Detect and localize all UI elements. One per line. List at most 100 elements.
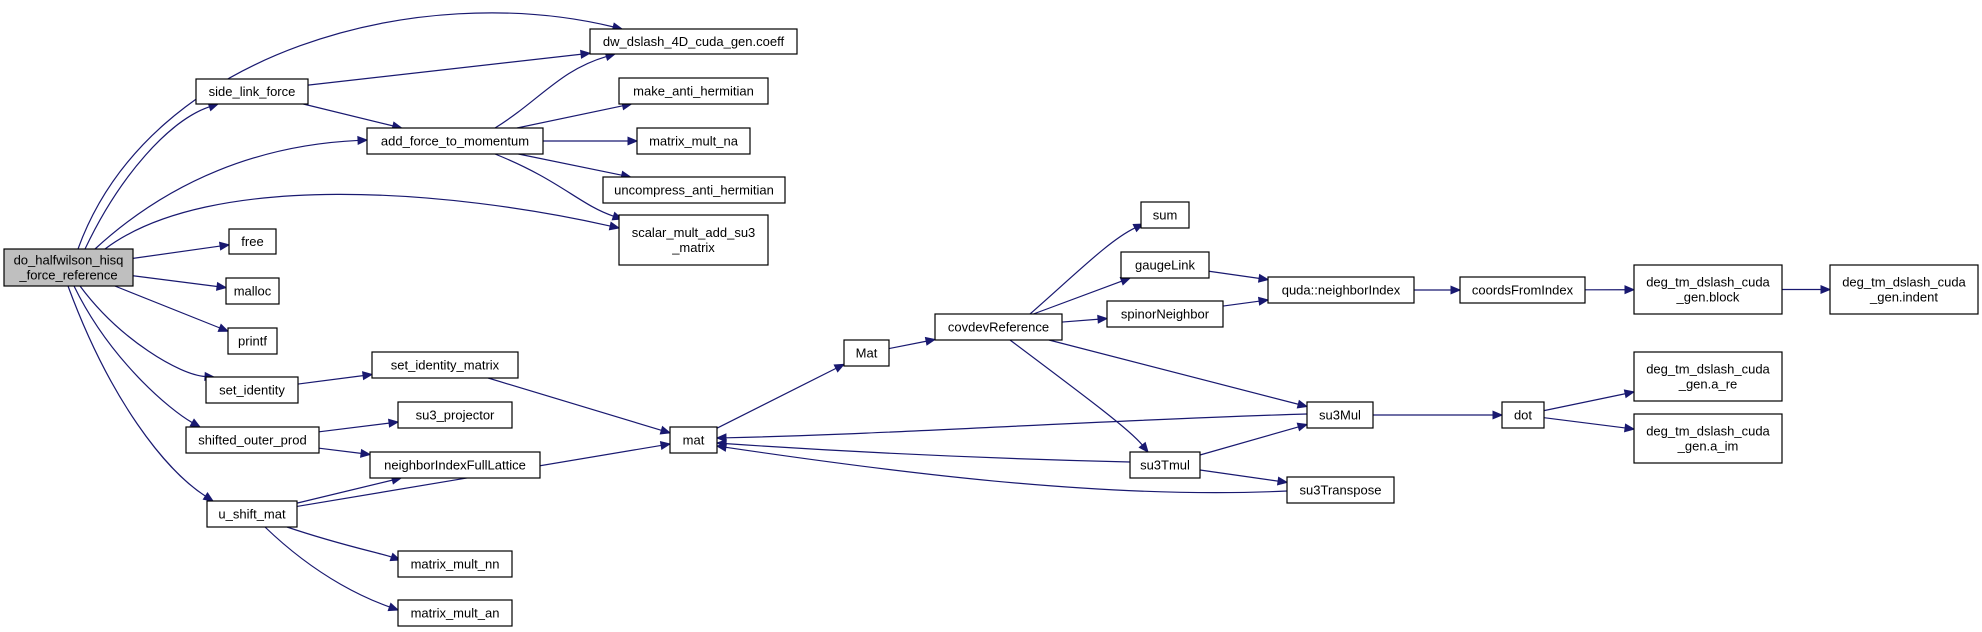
node-box	[397, 599, 513, 627]
node-box	[397, 401, 513, 429]
node-cfi[interactable]: coordsFromIndex	[1459, 276, 1586, 304]
node-box	[397, 550, 513, 578]
arrowhead	[1257, 296, 1270, 306]
edge-ushift-to-nifl	[296, 475, 403, 504]
node-su3mul[interactable]: su3Mul	[1306, 401, 1374, 429]
edge-ushift-to-mman	[264, 526, 400, 612]
node-label: deg_tm_dslash_cuda	[1842, 275, 1966, 290]
node-box	[1286, 476, 1395, 504]
edge-line	[297, 375, 364, 385]
node-add-force[interactable]: add_force_to_momentum	[366, 127, 544, 155]
edge-root-to-set_identity	[79, 285, 216, 381]
node-label: dw_dslash_4D_cuda_gen.coeff	[603, 34, 785, 49]
node-box	[206, 500, 298, 528]
node-su3transpose[interactable]: su3Transpose	[1286, 476, 1395, 504]
edge-shifted-to-nifl	[318, 447, 372, 458]
node-are[interactable]: deg_tm_dslash_cuda_gen.a_re	[1633, 351, 1783, 402]
node-set-identity-matrix[interactable]: set_identity_matrix	[371, 351, 519, 379]
node-free[interactable]: free	[228, 228, 277, 255]
node-block[interactable]: deg_tm_dslash_cuda_gen.block	[1633, 264, 1783, 315]
edge-line	[286, 526, 392, 558]
call-edges	[67, 12, 1832, 612]
arrowhead	[1492, 410, 1504, 420]
node-nifl[interactable]: neighborIndexFullLattice	[369, 451, 541, 479]
node-malloc[interactable]: malloc	[225, 277, 280, 305]
node-scalar-mult[interactable]: scalar_mult_add_su3_matrix	[618, 214, 769, 266]
node-label: _gen.a_re	[1678, 377, 1738, 392]
node-box	[228, 228, 277, 255]
edge-root-to-add_force	[94, 135, 369, 250]
node-dot[interactable]: dot	[1501, 401, 1545, 429]
node-mat[interactable]: Mat	[843, 339, 890, 367]
edge-root-to-scalar_mult	[104, 193, 621, 250]
node-box	[1459, 276, 1586, 304]
node-side-link-force[interactable]: side_link_force	[195, 78, 309, 105]
edge-add_force-to-dw_coeff	[494, 52, 617, 129]
node-label: dot	[1514, 408, 1532, 423]
edge-line	[1543, 417, 1626, 429]
node-label: set_identity	[219, 383, 285, 398]
node-ushift[interactable]: u_shift_mat	[206, 500, 298, 528]
node-box	[636, 127, 751, 155]
edge-line	[318, 447, 362, 454]
edge-line	[79, 285, 206, 378]
edge-root-to-ushift	[67, 285, 215, 502]
node-box	[371, 351, 519, 379]
function-nodes: do_halfwilson_hisq_force_referenceside_l…	[3, 28, 1979, 627]
node-dw-coeff[interactable]: dw_dslash_4D_cuda_gen.coeff	[589, 28, 798, 55]
node-mmna[interactable]: matrix_mult_na	[636, 127, 751, 155]
node-sum[interactable]: sum	[1140, 201, 1190, 229]
node-set-identity[interactable]: set_identity	[205, 376, 299, 404]
node-make-anti[interactable]: make_anti_hermitian	[618, 77, 769, 105]
edge-line	[494, 153, 614, 217]
node-shifted[interactable]: shifted_outer_prod	[185, 426, 320, 454]
node-indent[interactable]: deg_tm_dslash_cuda_gen.indent	[1829, 264, 1979, 315]
node-mmnn[interactable]: matrix_mult_nn	[397, 550, 513, 578]
node-box	[1120, 251, 1210, 279]
node-label: printf	[238, 334, 267, 349]
node-label: Mat	[856, 346, 878, 361]
node-uncompress[interactable]: uncompress_anti_hermitian	[602, 176, 786, 204]
node-box	[225, 277, 280, 305]
arrowhead	[1450, 285, 1462, 295]
arrowhead	[1119, 277, 1132, 286]
node-label: make_anti_hermitian	[633, 84, 754, 99]
arrowhead	[1820, 284, 1832, 295]
arrowhead	[659, 425, 672, 435]
node-label: gaugeLink	[1135, 258, 1195, 273]
node-spinorneighbor[interactable]: spinorNeighbor	[1106, 300, 1224, 328]
node-covdev[interactable]: covdevReference	[934, 313, 1063, 341]
arrowhead	[215, 281, 228, 291]
edge-su3Transpose-to-mat	[715, 442, 1288, 494]
node-label: su3_projector	[416, 408, 495, 423]
node-mman[interactable]: matrix_mult_an	[397, 599, 513, 627]
edge-line	[94, 139, 359, 250]
node-aim[interactable]: deg_tm_dslash_cuda_gen.a_im	[1633, 413, 1783, 464]
edge-line	[516, 105, 623, 129]
node-label: sum	[1153, 208, 1178, 223]
node-label: mat	[683, 433, 705, 448]
node-box	[1140, 201, 1190, 229]
node-mat[interactable]: mat	[669, 426, 718, 454]
node-printf[interactable]: printf	[227, 327, 278, 355]
node-su3proj[interactable]: su3_projector	[397, 401, 513, 429]
edge-line	[264, 526, 390, 608]
arrowhead	[1138, 441, 1149, 453]
edge-line	[1222, 300, 1260, 307]
edge-su3Mul-to-mat	[715, 413, 1308, 443]
node-qni[interactable]: quda::neighborIndex	[1267, 276, 1415, 304]
node-gaugelink[interactable]: gaugeLink	[1120, 251, 1210, 279]
edge-Mat-to-covdev	[888, 336, 937, 350]
edge-line	[716, 367, 837, 429]
node-box	[1633, 351, 1783, 402]
arrowhead	[608, 221, 621, 231]
node-box	[618, 214, 769, 266]
node-su3tmul[interactable]: su3Tmul	[1129, 451, 1201, 479]
arrowhead	[189, 418, 202, 428]
node-label: coordsFromIndex	[1472, 283, 1574, 298]
edge-line	[494, 55, 607, 129]
node-box	[366, 127, 544, 155]
edge-line	[725, 446, 1288, 494]
node-label: covdevReference	[948, 320, 1049, 335]
edge-line	[84, 106, 210, 250]
